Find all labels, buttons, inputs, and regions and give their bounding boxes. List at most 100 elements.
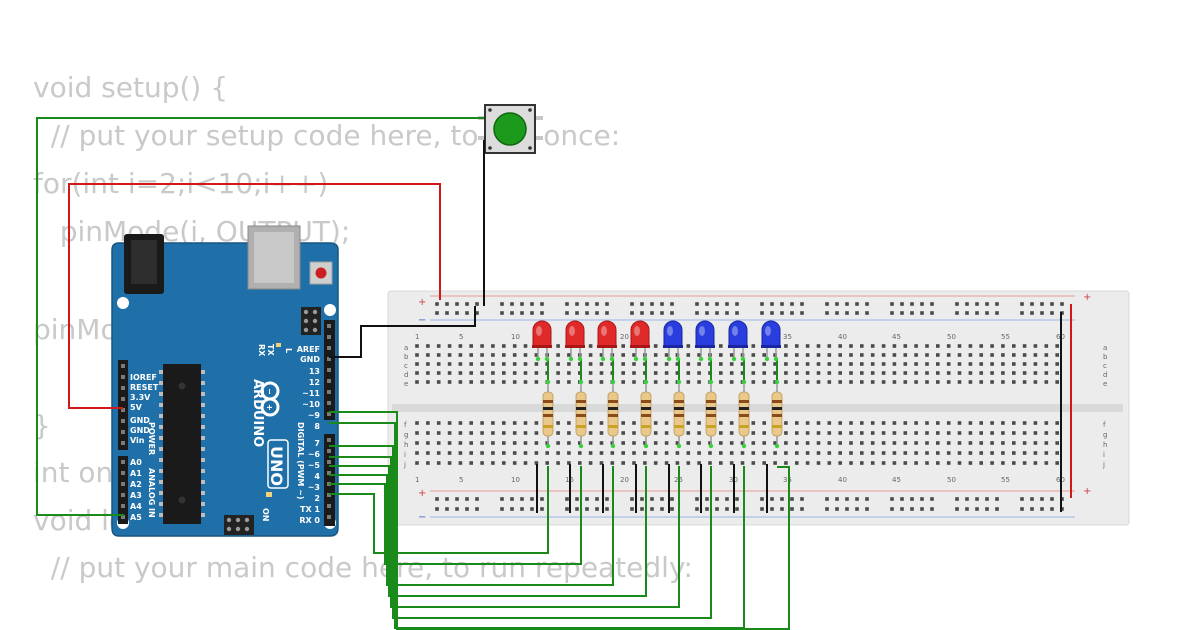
breadboard-hole[interactable]: [436, 353, 441, 357]
rail-hole[interactable]: [725, 507, 729, 511]
wire-button-green[interactable]: [36, 117, 484, 516]
breadboard-hole[interactable]: [426, 421, 430, 425]
breadboard-hole[interactable]: [534, 431, 539, 435]
breadboard-hole[interactable]: [957, 421, 962, 425]
rail-hole[interactable]: [565, 507, 569, 511]
analog-header[interactable]: [118, 456, 128, 524]
rail-hole[interactable]: [595, 311, 599, 315]
rail-hole[interactable]: [975, 507, 979, 511]
rail-hole[interactable]: [780, 497, 784, 501]
breadboard-hole[interactable]: [458, 344, 463, 348]
breadboard-hole[interactable]: [588, 362, 593, 366]
breadboard-hole[interactable]: [990, 380, 994, 384]
rail-hole[interactable]: [1050, 311, 1054, 315]
breadboard-hole[interactable]: [751, 371, 756, 375]
breadboard-hole[interactable]: [990, 441, 994, 445]
rail-hole[interactable]: [800, 302, 804, 306]
breadboard-hole[interactable]: [523, 451, 528, 455]
breadboard-hole[interactable]: [1001, 461, 1005, 465]
breadboard-hole[interactable]: [578, 451, 582, 455]
breadboard-hole[interactable]: [632, 451, 636, 455]
breadboard-hole[interactable]: [805, 371, 810, 375]
breadboard-hole[interactable]: [990, 431, 994, 435]
breadboard-hole[interactable]: [795, 421, 799, 425]
rail-hole[interactable]: [1030, 507, 1034, 511]
breadboard-hole[interactable]: [805, 451, 810, 455]
breadboard-hole[interactable]: [523, 421, 528, 425]
arduino-uno-board[interactable]: IOREF RESET 3.3V 5V GND GND Vin POWER A0…: [111, 225, 339, 537]
rail-hole[interactable]: [1050, 302, 1054, 306]
rail-hole[interactable]: [790, 507, 794, 511]
rail-hole[interactable]: [835, 507, 839, 511]
breadboard[interactable]: + + + + − − 1 5 10 15 20 25 30 35 40 45 …: [387, 290, 1130, 526]
breadboard-hole[interactable]: [1055, 371, 1059, 375]
breadboard-hole[interactable]: [719, 362, 723, 366]
breadboard-hole[interactable]: [480, 353, 484, 357]
rail-hole[interactable]: [1020, 302, 1024, 306]
breadboard-hole[interactable]: [729, 431, 734, 435]
breadboard-hole[interactable]: [925, 441, 929, 445]
breadboard-hole[interactable]: [1033, 441, 1038, 445]
rail-hole[interactable]: [585, 497, 589, 501]
rail-hole[interactable]: [1020, 311, 1024, 315]
breadboard-hole[interactable]: [795, 461, 799, 465]
breadboard-hole[interactable]: [599, 461, 604, 465]
breadboard-hole[interactable]: [512, 344, 517, 348]
breadboard-hole[interactable]: [892, 353, 897, 357]
rail-hole[interactable]: [1040, 507, 1044, 511]
breadboard-hole[interactable]: [1033, 353, 1038, 357]
breadboard-hole[interactable]: [491, 451, 495, 455]
resistor[interactable]: [771, 379, 783, 449]
rail-hole[interactable]: [640, 302, 644, 306]
breadboard-hole[interactable]: [914, 421, 918, 425]
breadboard-hole[interactable]: [860, 421, 864, 425]
breadboard-hole[interactable]: [556, 421, 560, 425]
breadboard-hole[interactable]: [784, 380, 788, 384]
breadboard-hole[interactable]: [773, 451, 777, 455]
rail-hole[interactable]: [520, 311, 524, 315]
breadboard-hole[interactable]: [860, 380, 864, 384]
breadboard-hole[interactable]: [1012, 451, 1016, 455]
rail-hole[interactable]: [565, 311, 569, 315]
breadboard-hole[interactable]: [502, 451, 506, 455]
rail-hole[interactable]: [800, 311, 804, 315]
rail-hole[interactable]: [985, 302, 989, 306]
breadboard-hole[interactable]: [426, 441, 430, 445]
breadboard-hole[interactable]: [697, 461, 701, 465]
breadboard-hole[interactable]: [653, 461, 658, 465]
breadboard-hole[interactable]: [686, 353, 691, 357]
breadboard-hole[interactable]: [1022, 431, 1027, 435]
breadboard-hole[interactable]: [512, 353, 517, 357]
rail-hole[interactable]: [965, 311, 969, 315]
rail-hole[interactable]: [650, 507, 654, 511]
breadboard-hole[interactable]: [545, 451, 549, 455]
breadboard-hole[interactable]: [1033, 380, 1038, 384]
rail-hole[interactable]: [995, 497, 999, 501]
breadboard-hole[interactable]: [523, 461, 528, 465]
breadboard-hole[interactable]: [795, 353, 799, 357]
breadboard-hole[interactable]: [892, 421, 897, 425]
breadboard-hole[interactable]: [643, 371, 647, 375]
red-led[interactable]: [630, 320, 650, 362]
breadboard-hole[interactable]: [968, 441, 973, 445]
breadboard-hole[interactable]: [447, 461, 452, 465]
breadboard-hole[interactable]: [957, 362, 962, 366]
rail-hole[interactable]: [825, 302, 829, 306]
rail-hole[interactable]: [930, 302, 934, 306]
breadboard-hole[interactable]: [990, 371, 994, 375]
breadboard-hole[interactable]: [946, 421, 951, 425]
breadboard-hole[interactable]: [805, 380, 810, 384]
rail-hole[interactable]: [660, 311, 664, 315]
rail-hole[interactable]: [630, 507, 634, 511]
breadboard-hole[interactable]: [903, 344, 908, 348]
breadboard-hole[interactable]: [957, 441, 962, 445]
breadboard-hole[interactable]: [1055, 451, 1059, 455]
breadboard-hole[interactable]: [838, 451, 842, 455]
breadboard-hole[interactable]: [860, 362, 864, 366]
breadboard-hole[interactable]: [523, 371, 528, 375]
breadboard-hole[interactable]: [827, 421, 832, 425]
rail-hole[interactable]: [670, 311, 674, 315]
breadboard-hole[interactable]: [762, 451, 766, 455]
breadboard-hole[interactable]: [686, 461, 691, 465]
red-led[interactable]: [565, 320, 585, 362]
